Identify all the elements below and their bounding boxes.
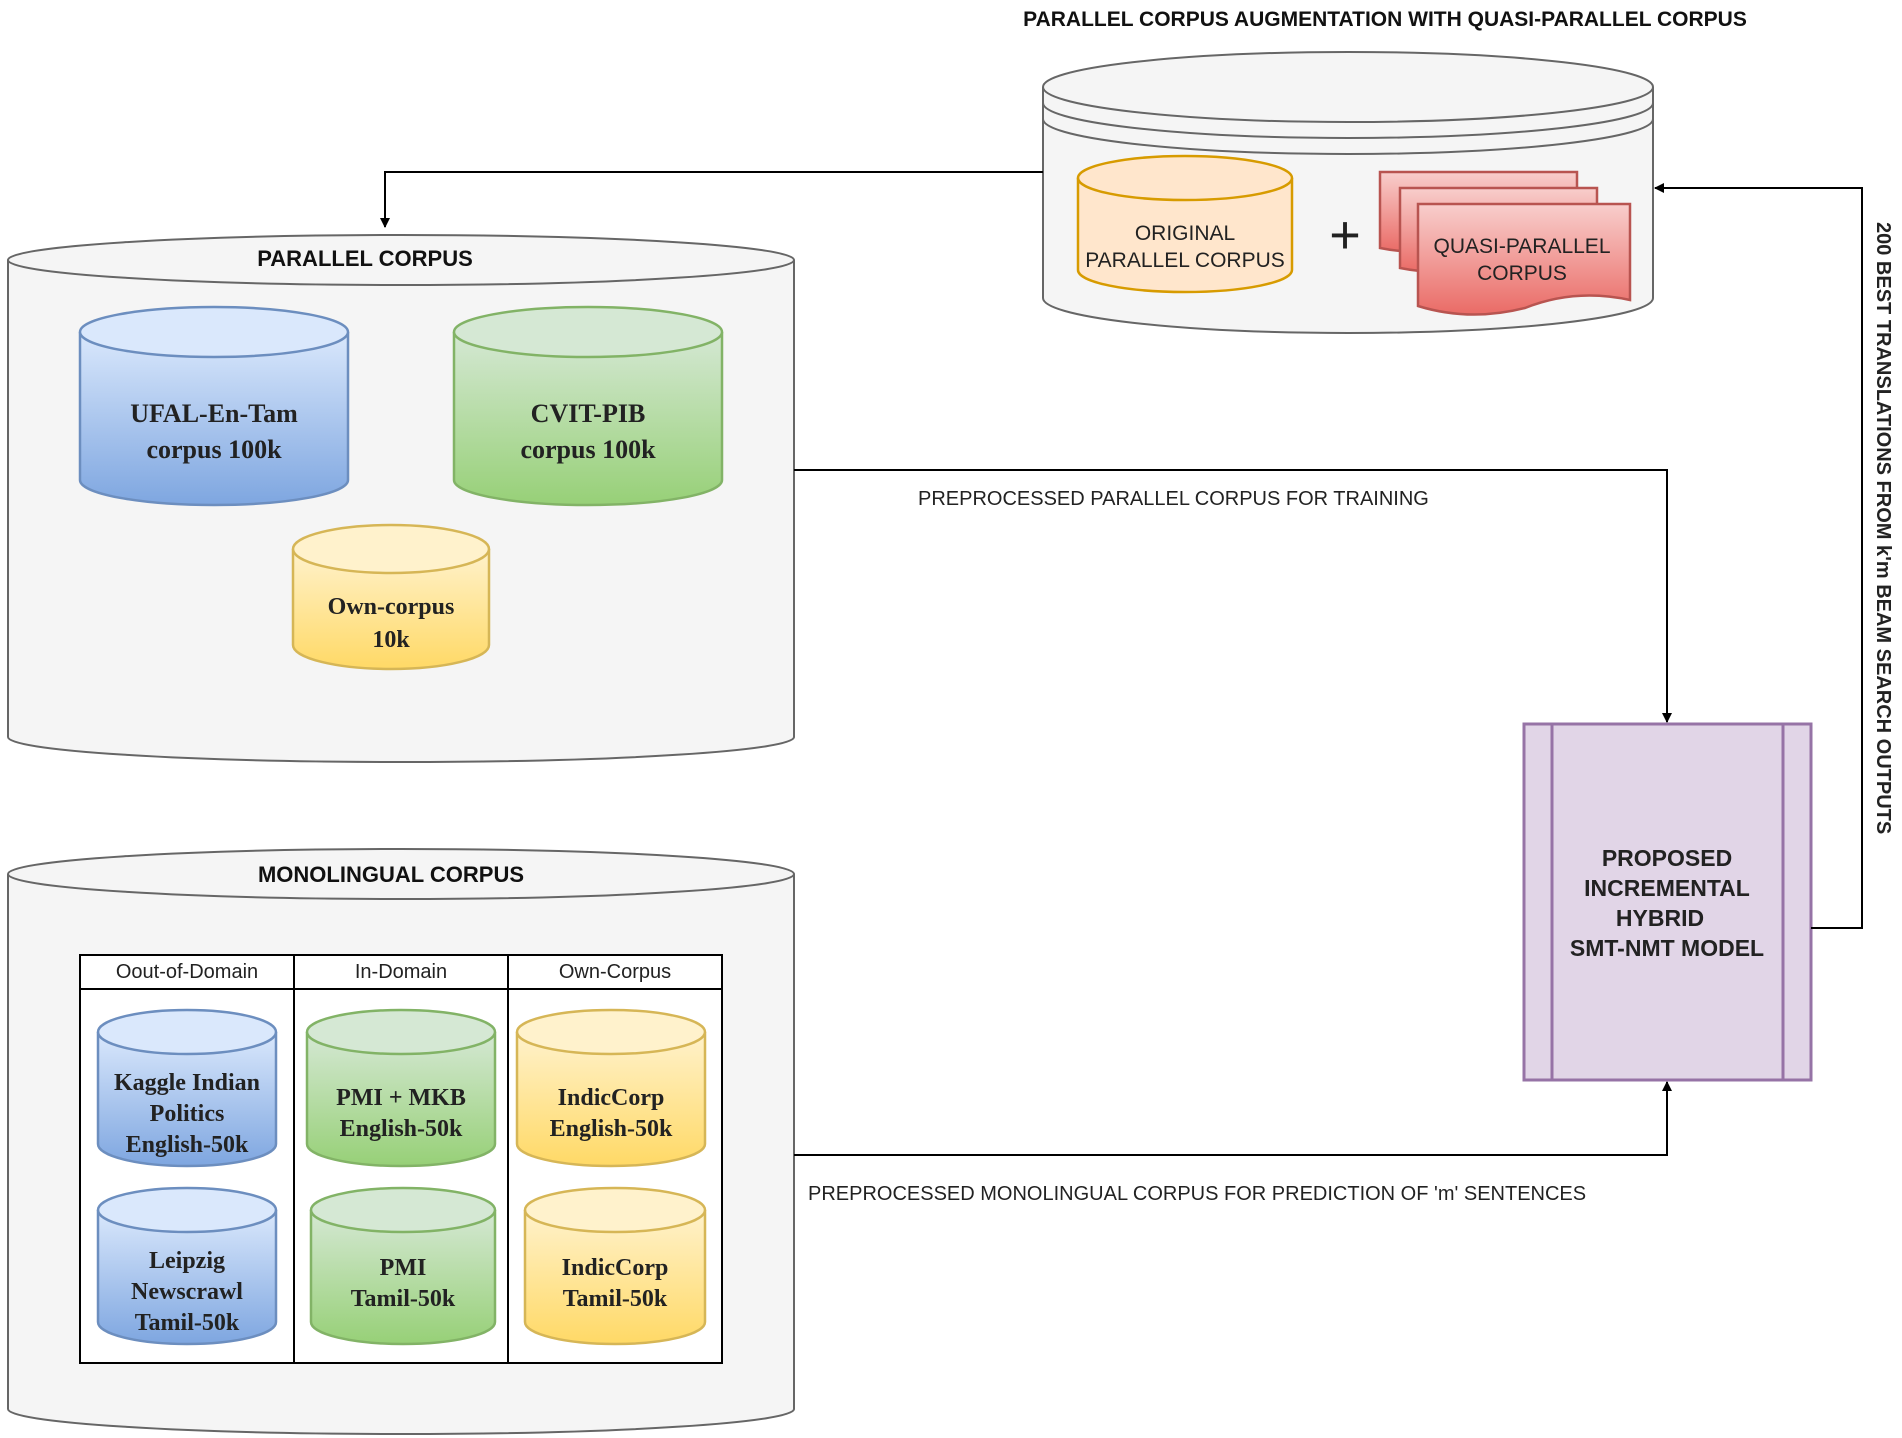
svg-text:INCREMENTAL: INCREMENTAL: [1584, 875, 1750, 901]
svg-text:corpus 100k: corpus 100k: [520, 435, 656, 464]
proposed-model-process-box: PROPOSED INCREMENTAL HYBRID SMT-NMT MODE…: [1522, 722, 1813, 1082]
svg-text:corpus 100k: corpus 100k: [146, 435, 282, 464]
svg-text:CVIT-PIB: CVIT-PIB: [531, 399, 646, 428]
svg-text:PMI + MKB: PMI + MKB: [336, 1085, 466, 1111]
svg-text:English-50k: English-50k: [550, 1116, 673, 1142]
plus-symbol: +: [1329, 205, 1361, 265]
pmi-tamil-cylinder: PMI Tamil-50k: [309, 1186, 497, 1346]
svg-text:Tamil-50k: Tamil-50k: [135, 1310, 240, 1336]
leipzig-newscrawl-tamil-cylinder: Leipzig Newscrawl Tamil-50k: [96, 1186, 278, 1346]
cvit-pib-corpus-cylinder: CVIT-PIB corpus 100k: [452, 305, 724, 507]
svg-text:HYBRID: HYBRID: [1616, 905, 1704, 931]
augmentation-title: PARALLEL CORPUS AUGMENTATION WITH QUASI-…: [1023, 8, 1747, 31]
column-header-own-corpus: Own-Corpus: [559, 961, 671, 983]
prediction-edge-label: PREPROCESSED MONOLINGUAL CORPUS FOR PRED…: [808, 1183, 1586, 1205]
svg-text:PMI: PMI: [380, 1255, 427, 1281]
svg-text:Tamil-50k: Tamil-50k: [563, 1286, 668, 1312]
prediction-edge: PREPROCESSED MONOLINGUAL CORPUS FOR PRED…: [794, 1081, 1672, 1205]
svg-text:MONOLINGUAL CORPUS: MONOLINGUAL CORPUS: [258, 862, 524, 887]
indiccorp-tamil-cylinder: IndicCorp Tamil-50k: [523, 1186, 707, 1346]
svg-text:Politics: Politics: [150, 1101, 225, 1127]
svg-text:English-50k: English-50k: [340, 1116, 463, 1142]
svg-text:Leipzig: Leipzig: [149, 1248, 225, 1274]
indiccorp-english-cylinder: IndicCorp English-50k: [515, 1008, 707, 1168]
svg-text:PROPOSED: PROPOSED: [1602, 845, 1732, 871]
svg-text:PARALLEL CORPUS AUGMENTATION W: PARALLEL CORPUS AUGMENTATION WITH QUASI-…: [1023, 8, 1747, 31]
svg-text:10k: 10k: [372, 627, 410, 653]
svg-text:QUASI-PARALLEL: QUASI-PARALLEL: [1433, 235, 1610, 258]
svg-text:Own-corpus: Own-corpus: [328, 594, 455, 620]
svg-text:CORPUS: CORPUS: [1477, 262, 1567, 285]
feedback-edge: 200 BEST TRANSLATIONS FROM k'm BEAM SEAR…: [1654, 183, 1894, 929]
svg-text:Newscrawl: Newscrawl: [131, 1279, 243, 1305]
svg-text:+: +: [1329, 205, 1361, 265]
kaggle-indian-politics-english-cylinder: Kaggle Indian Politics English-50k: [96, 1008, 278, 1168]
svg-text:IndicCorp: IndicCorp: [562, 1255, 669, 1281]
svg-text:English-50k: English-50k: [126, 1132, 249, 1158]
svg-text:SMT-NMT MODEL: SMT-NMT MODEL: [1570, 935, 1764, 961]
own-corpus-cylinder: Own-corpus 10k: [291, 523, 491, 671]
augmented-to-parallel-arrow: [380, 171, 1043, 228]
svg-text:Kaggle Indian: Kaggle Indian: [114, 1070, 260, 1096]
svg-text:IndicCorp: IndicCorp: [558, 1085, 665, 1111]
svg-text:PARALLEL CORPUS: PARALLEL CORPUS: [1085, 249, 1285, 272]
ufal-en-tam-corpus-cylinder: UFAL-En-Tam corpus 100k: [78, 305, 350, 507]
column-header-out-of-domain: Oout-of-Domain: [116, 961, 258, 983]
quasi-parallel-corpus-documents: QUASI-PARALLEL CORPUS: [1378, 170, 1632, 316]
svg-text:UFAL-En-Tam: UFAL-En-Tam: [130, 399, 298, 428]
original-parallel-corpus-cylinder: ORIGINAL PARALLEL CORPUS: [1076, 154, 1294, 294]
training-edge: PREPROCESSED PARALLEL CORPUS FOR TRAININ…: [794, 469, 1672, 723]
svg-text:ORIGINAL: ORIGINAL: [1135, 222, 1235, 245]
training-edge-label: PREPROCESSED PARALLEL CORPUS FOR TRAININ…: [918, 488, 1429, 510]
pmi-mkb-english-cylinder: PMI + MKB English-50k: [305, 1008, 497, 1168]
column-header-in-domain: In-Domain: [355, 961, 447, 983]
svg-text:PARALLEL CORPUS: PARALLEL CORPUS: [257, 246, 473, 271]
svg-text:Tamil-50k: Tamil-50k: [351, 1286, 456, 1312]
feedback-edge-label: 200 BEST TRANSLATIONS FROM k'm BEAM SEAR…: [1872, 222, 1894, 834]
